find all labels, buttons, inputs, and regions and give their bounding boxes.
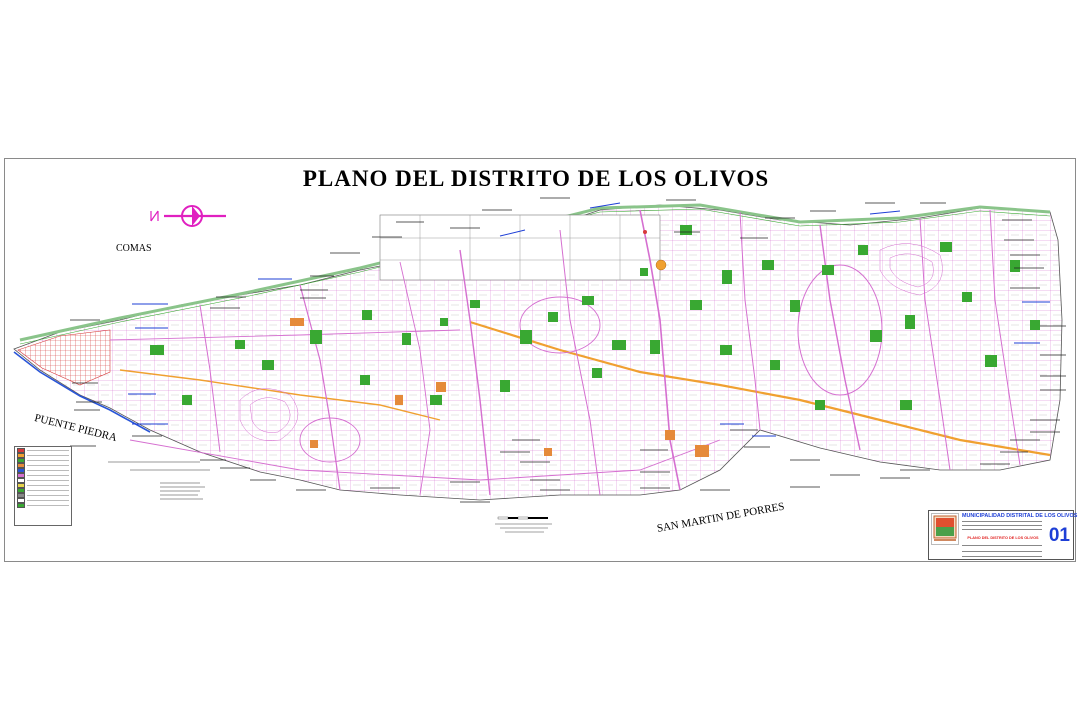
legend-row: [17, 487, 69, 493]
title-block-line: [962, 529, 1042, 530]
scale-bar: [495, 516, 552, 533]
plan-name: PLANO DEL DISTRITO DE LOS OLIVOS: [967, 536, 1039, 540]
legend-row: [17, 482, 69, 488]
neighbor-comas: COMAS: [116, 243, 152, 254]
panamericana-highway: [19, 203, 1051, 342]
municipality-name: MUNICIPALIDAD DISTRITAL DE LOS OLIVOS: [962, 513, 1078, 519]
river-chillon: [13, 351, 151, 433]
title-block-line: [962, 525, 1042, 526]
title-block-line: [962, 556, 1042, 557]
legend-row: [17, 492, 69, 498]
legend-row: [17, 502, 69, 508]
street-label-marks: [128, 202, 1050, 437]
map-title: PLANO DEL DISTRITO DE LOS OLIVOS: [302, 166, 770, 191]
landmark-buildings: [290, 318, 709, 457]
parks: [150, 225, 1040, 410]
west-urbanization: [17, 329, 111, 386]
avenue-naranjal: [119, 369, 441, 421]
legend-row: [17, 457, 69, 463]
legend-row: [17, 477, 69, 483]
title-block: MUNICIPALIDAD DISTRITAL DE LOS OLIVOS PL…: [928, 510, 1078, 560]
avenue-universitaria: [639, 209, 681, 491]
map-legend: [14, 446, 72, 526]
north-arrow-icon: [150, 205, 226, 227]
avenue-carlos-izaguirre: [469, 320, 1051, 457]
legend-row: [17, 462, 69, 468]
avenue-alfredo-mendiola: [819, 224, 861, 451]
avenue-antunez: [459, 249, 491, 496]
municipality-logo: [931, 513, 959, 545]
legend-row: [17, 497, 69, 503]
title-block-line: [962, 551, 1042, 552]
annotation-marks: [70, 197, 1066, 503]
title-block-line: [962, 545, 1042, 546]
profile-marks: [108, 461, 210, 471]
legend-row: [17, 467, 69, 473]
roundabout: [655, 259, 667, 271]
sheet-number: 01: [1048, 525, 1070, 546]
legend-row: [17, 447, 69, 453]
legend-row: [17, 472, 69, 478]
title-block-line: [962, 521, 1042, 522]
notes-block: [160, 482, 205, 500]
legend-row: [17, 452, 69, 458]
